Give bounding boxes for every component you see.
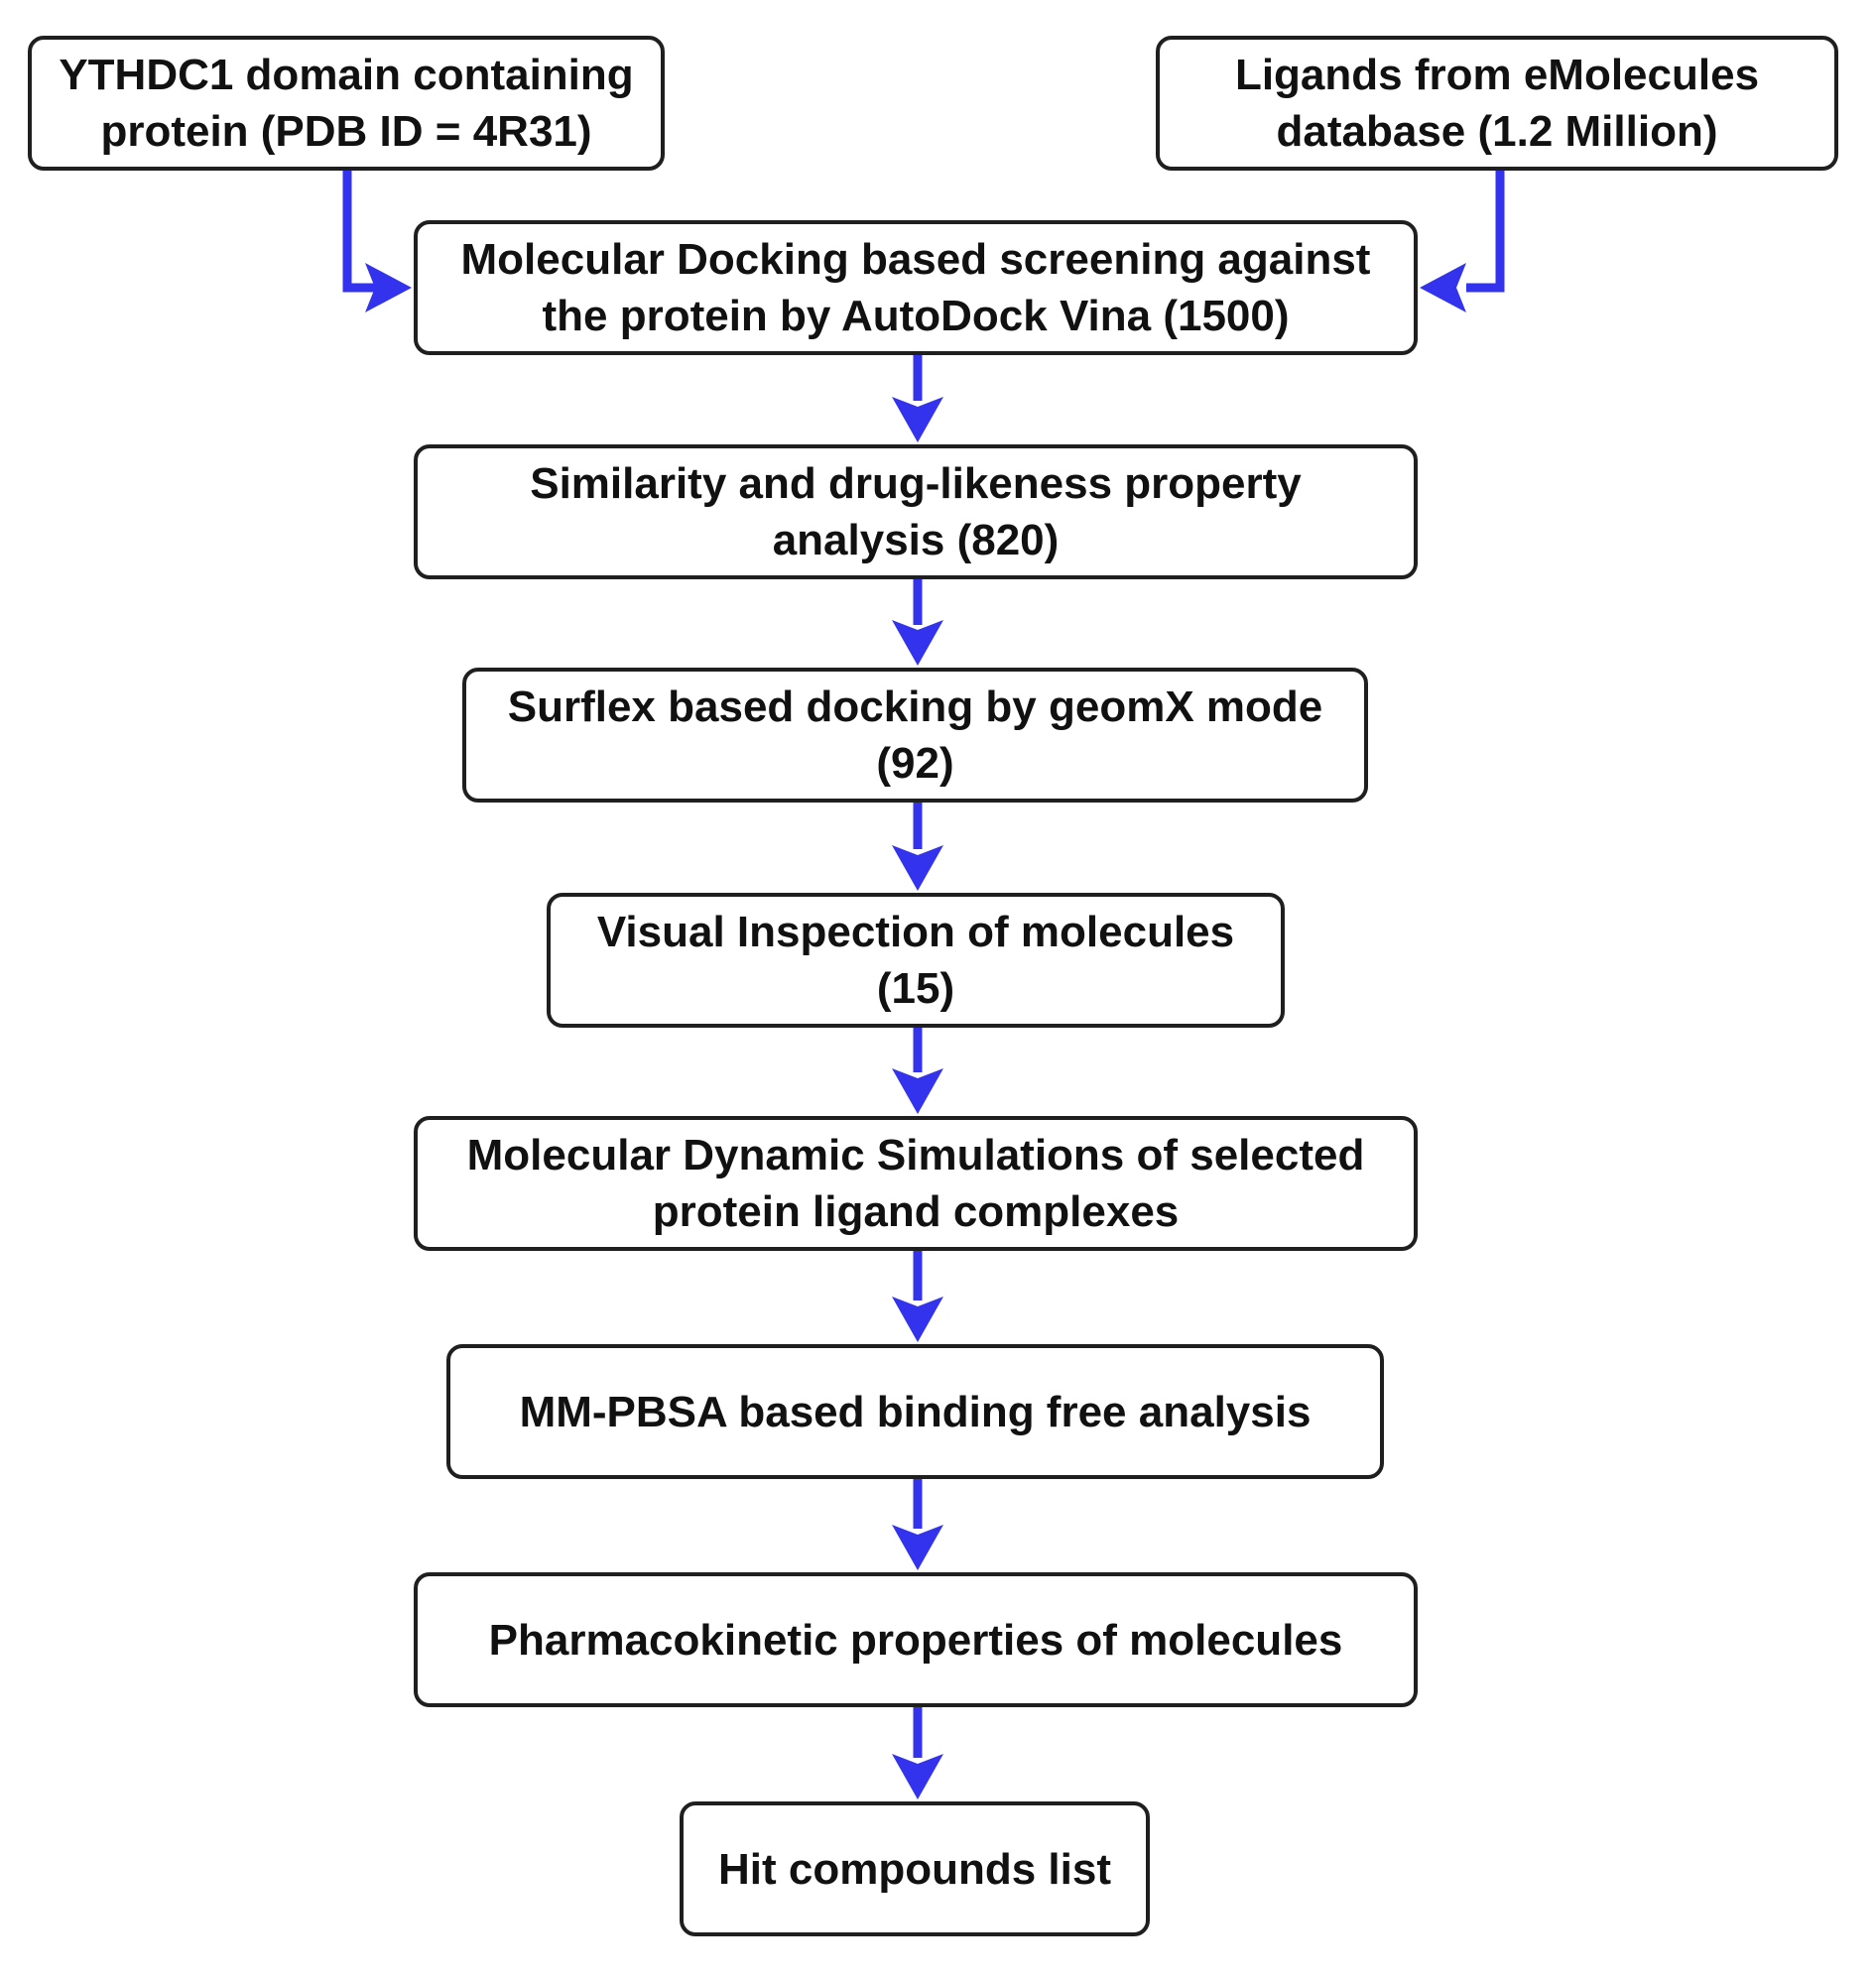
node-ythdc1-protein: YTHDC1 domain containing protein (PDB ID… — [28, 36, 665, 171]
node-label-line: Pharmacokinetic properties of molecules — [488, 1615, 1343, 1665]
node-label-line: Surflex based docking by geomX mode — [507, 682, 1323, 731]
node-label-line: Similarity and drug-likeness property — [530, 459, 1302, 508]
arrowhead-md-to-mmpbsa — [892, 1297, 943, 1342]
arrow-protein-to-docking — [342, 171, 377, 293]
node-label-line: database (1.2 Million) — [1276, 107, 1718, 156]
node-label-line: (92) — [876, 739, 954, 788]
node-surflex-docking: Surflex based docking by geomX mode (92) — [462, 668, 1368, 803]
node-label-line: analysis (820) — [772, 516, 1060, 564]
node-similarity-druglikeness: Similarity and drug-likeness property an… — [414, 444, 1418, 579]
node-pharmacokinetic-properties: Pharmacokinetic properties of molecules — [414, 1572, 1418, 1707]
arrowhead-similarity-to-surflex — [892, 620, 943, 666]
node-label-line: YTHDC1 domain containing — [59, 51, 634, 99]
arrowhead-surflex-to-visual — [892, 845, 943, 891]
node-label-line: Ligands from eMolecules — [1234, 51, 1760, 99]
arrowhead-mmpbsa-to-pk — [892, 1525, 943, 1570]
arrowhead-protein-to-docking — [365, 263, 412, 312]
node-visual-inspection: Visual Inspection of molecules (15) — [547, 893, 1285, 1028]
node-mmpbsa-analysis: MM-PBSA based binding free analysis — [446, 1344, 1384, 1479]
node-label-line: MM-PBSA based binding free analysis — [519, 1387, 1312, 1436]
node-label-line: (15) — [876, 964, 955, 1013]
node-emolecules-ligands: Ligands from eMolecules database (1.2 Mi… — [1156, 36, 1838, 171]
node-label-line: protein ligand complexes — [652, 1187, 1180, 1236]
arrow-ligands-to-docking — [1466, 171, 1505, 293]
node-autodock-vina-screening: Molecular Docking based screening agains… — [414, 220, 1418, 355]
node-label-line: Hit compounds list — [718, 1844, 1111, 1894]
node-label-line: protein (PDB ID = 4R31) — [100, 107, 592, 156]
node-hit-compounds-list: Hit compounds list — [680, 1801, 1150, 1936]
arrowhead-ligands-to-docking — [1420, 263, 1466, 312]
arrowhead-pk-to-hit — [892, 1754, 943, 1799]
node-label-line: Molecular Docking based screening agains… — [460, 235, 1371, 284]
node-label-line: Molecular Dynamic Simulations of selecte… — [466, 1131, 1365, 1179]
node-label-line: Visual Inspection of molecules — [596, 908, 1235, 956]
node-label-line: the protein by AutoDock Vina (1500) — [542, 292, 1290, 340]
arrowhead-visual-to-md — [892, 1068, 943, 1114]
node-md-simulations: Molecular Dynamic Simulations of selecte… — [414, 1116, 1418, 1251]
arrowhead-docking-to-similarity — [892, 397, 943, 442]
